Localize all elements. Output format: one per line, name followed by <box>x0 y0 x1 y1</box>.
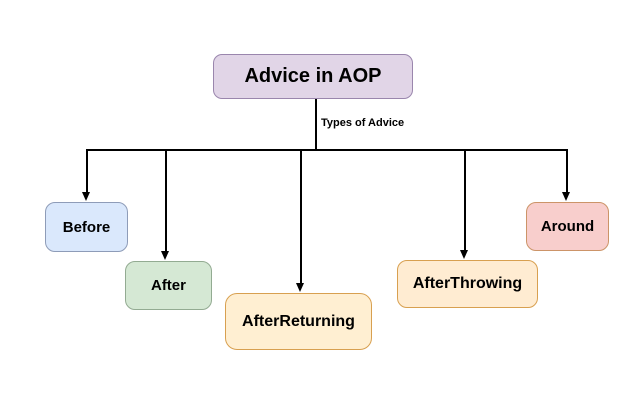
arrow-down-icon <box>82 192 91 201</box>
edge-label-types-of-advice: Types of Advice <box>321 117 405 129</box>
node-around: Around <box>526 202 609 251</box>
arrow-down-icon <box>460 250 469 259</box>
connector-drop-afterreturning <box>300 149 302 284</box>
node-label: AfterReturning <box>242 312 355 330</box>
connector-drop-around <box>566 149 568 193</box>
node-label: Around <box>540 218 595 235</box>
connector-bus <box>86 149 567 151</box>
node-label: Before <box>62 218 111 236</box>
node-afterthrowing: AfterThrowing <box>397 260 538 308</box>
arrow-down-icon <box>161 251 170 260</box>
node-label: AfterThrowing <box>412 275 523 292</box>
node-label: Advice in AOP <box>244 65 382 87</box>
arrow-down-icon <box>562 192 571 201</box>
node-before: Before <box>45 202 128 252</box>
arrow-down-icon <box>296 283 305 292</box>
connector-root-stem <box>315 99 317 149</box>
connector-drop-afterthrowing <box>464 149 466 251</box>
node-label: After <box>150 277 186 294</box>
node-afterreturning: AfterReturning <box>225 293 372 350</box>
connector-drop-after <box>165 149 167 252</box>
node-after: After <box>125 261 212 310</box>
node-advice-in-aop: Advice in AOP <box>213 54 413 99</box>
connector-drop-before <box>86 149 88 193</box>
